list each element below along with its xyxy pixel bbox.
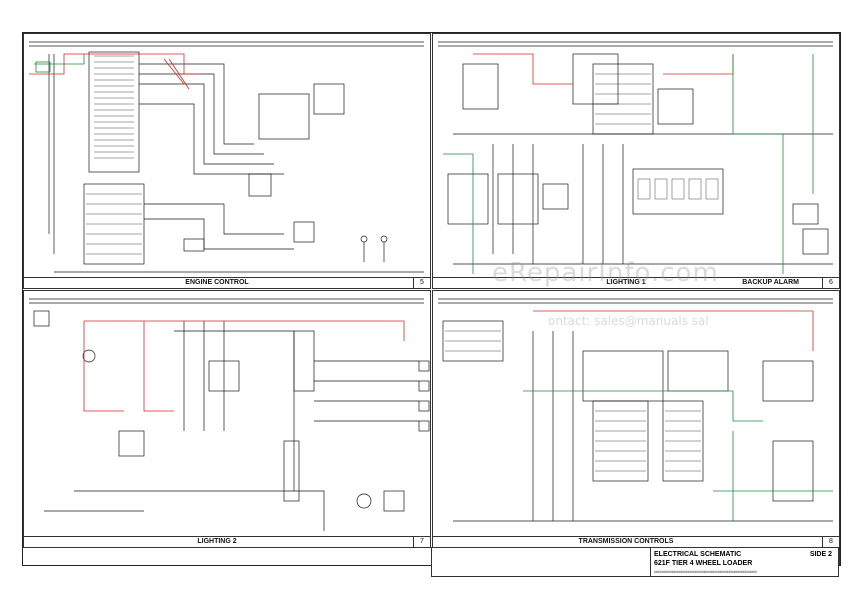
panel-title: TRANSMISSION CONTROLS [578,538,674,545]
panel-title: LIGHTING 1 [606,279,646,286]
panel-number: 5 [413,278,430,288]
schematic-sheet: ENGINE CONTROL 5 [22,32,841,566]
panel-transmission-controls: TRANSMISSION CONTROLS 8 [432,290,840,548]
model-title: 621F TIER 4 WHEEL LOADER [654,560,753,567]
transmission-controls-diagram [438,298,833,522]
panel-caption: TRANSMISSION CONTROLS 8 [433,536,839,547]
panel-number: 8 [822,537,839,547]
watermark-secondary: ontact: sales@manuals sal [548,314,709,328]
schematic-title: ELECTRICAL SCHEMATIC [654,551,742,558]
engine-control-diagram [29,41,424,273]
panel-caption: LIGHTING 1 BACKUP ALARM 6 [433,277,839,288]
panel-engine-control: ENGINE CONTROL 5 [23,33,431,289]
drawing-title-block: ELECTRICAL SCHEMATIC 621F TIER 4 WHEEL L… [431,547,839,577]
side-label: SIDE 2 [809,551,832,558]
panel-title: ENGINE CONTROL [185,279,249,286]
panel-number: 6 [822,278,839,288]
panel-lighting-1: LIGHTING 1 BACKUP ALARM 6 [432,33,840,289]
title-divider [650,548,651,576]
panel-title: LIGHTING 2 [197,538,237,545]
panel-caption: LIGHTING 2 7 [24,536,430,547]
watermark: eRepairInfo.com [492,258,719,288]
panel-caption: ENGINE CONTROL 5 [24,277,430,288]
fine-print: ########################################… [654,570,757,574]
lighting-1-diagram [438,41,833,274]
panel-lighting-2: LIGHTING 2 7 [23,290,431,548]
panel-number: 7 [413,537,430,547]
panel-title-secondary: BACKUP ALARM [742,279,799,286]
lighting-2-diagram [29,298,430,531]
